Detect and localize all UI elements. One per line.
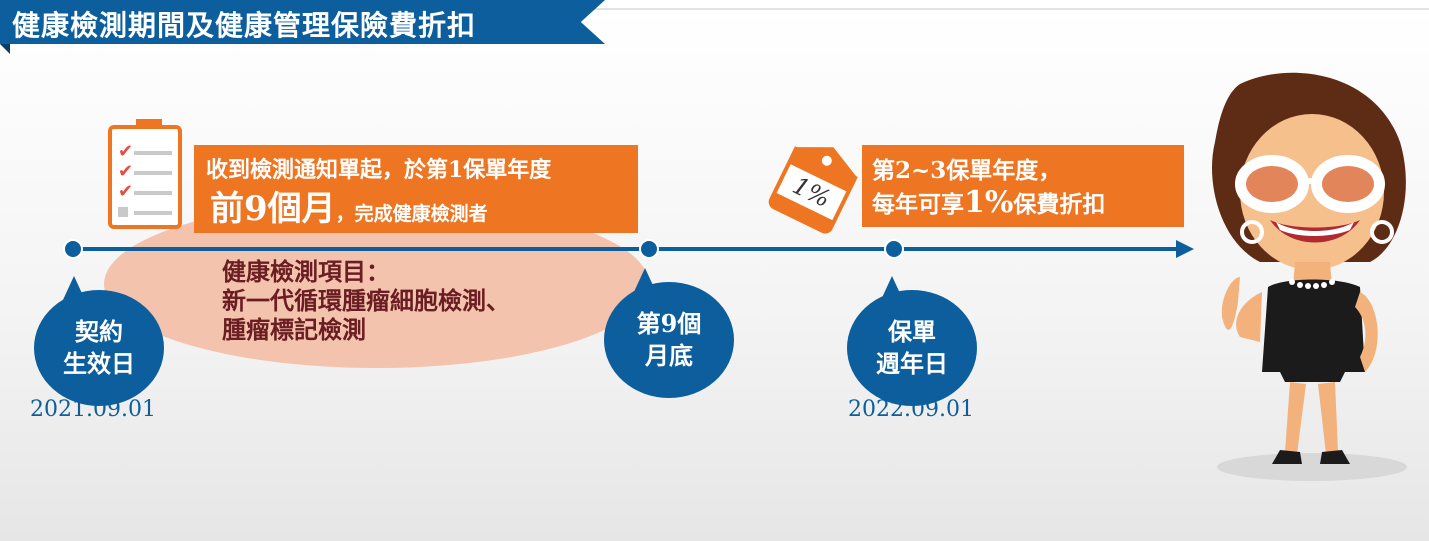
milestone-date: 2021.09.01 (30, 397, 156, 422)
step1-line2: 前9個月，完成健康檢測者 (210, 181, 488, 230)
discount-suffix: 保費折扣 (1013, 191, 1106, 218)
checklist-row: ✔ (118, 181, 174, 202)
milestone-bubble-effective-date: 契約 生效日 (34, 290, 164, 406)
timeline-dot (63, 239, 83, 259)
checklist-line (134, 211, 172, 215)
check-mark-icon: ✔ (118, 181, 134, 202)
milestone-bubble-anniversary: 保單 週年日 (847, 290, 977, 406)
timeline-dot (884, 239, 904, 259)
discount-box: 第2~3保單年度， 每年可享1%保費折扣 (862, 145, 1184, 227)
header-fold (0, 44, 10, 54)
check-mark-icon: ✔ (118, 161, 134, 182)
header-banner: 健康檢測期間及健康管理保險費折扣 (0, 0, 605, 44)
checklist-row (118, 207, 174, 219)
checklist-box (118, 207, 128, 217)
checklist-row: ✔ (118, 161, 174, 182)
woman-illustration (1212, 72, 1407, 481)
checklist-line (134, 191, 172, 195)
timeline-line (72, 247, 1182, 251)
step1-small-text: ，完成健康檢測者 (335, 203, 488, 225)
check-mark-icon: ✔ (118, 141, 134, 162)
milestone-label: 契約 生效日 (63, 316, 135, 378)
discount-prefix: 每年可享 (872, 191, 964, 218)
step1-big-text: 前9個月 (210, 189, 336, 229)
step1-box: 收到檢測通知單起，於第1保單年度 前9個月，完成健康檢測者 (194, 145, 638, 233)
step1-line1: 收到檢測通知單起，於第1保單年度 (206, 157, 552, 183)
timeline-dot (639, 239, 659, 259)
discount-big: 1% (964, 185, 1014, 220)
checklist-line (134, 151, 172, 155)
checklist-row: ✔ (118, 141, 174, 162)
health-items-line2: 腫瘤標記檢測 (222, 314, 366, 344)
milestone-bubble-month9: 第9個 月底 (604, 282, 734, 398)
page-title: 健康檢測期間及健康管理保險費折扣 (12, 9, 477, 42)
milestone-label: 第9個 月底 (636, 308, 702, 370)
checklist-line (134, 171, 172, 175)
checklist-clipboard-icon: ✔ ✔ ✔ (108, 119, 182, 229)
timeline-arrow-icon (1176, 240, 1194, 258)
health-items: 健康檢測項目： 新一代循環腫瘤細胞檢測、 腫瘤標記檢測 (222, 257, 510, 344)
milestone-label: 保單 週年日 (876, 316, 948, 378)
clipboard-clip (136, 119, 162, 129)
discount-line2: 每年可享1%保費折扣 (872, 185, 1105, 220)
discount-line1: 第2~3保單年度， (872, 157, 1062, 184)
milestone-date: 2022.09.01 (848, 397, 974, 422)
health-items-line1: 新一代循環腫瘤細胞檢測、 (222, 285, 510, 315)
health-items-title: 健康檢測項目： (222, 257, 390, 286)
